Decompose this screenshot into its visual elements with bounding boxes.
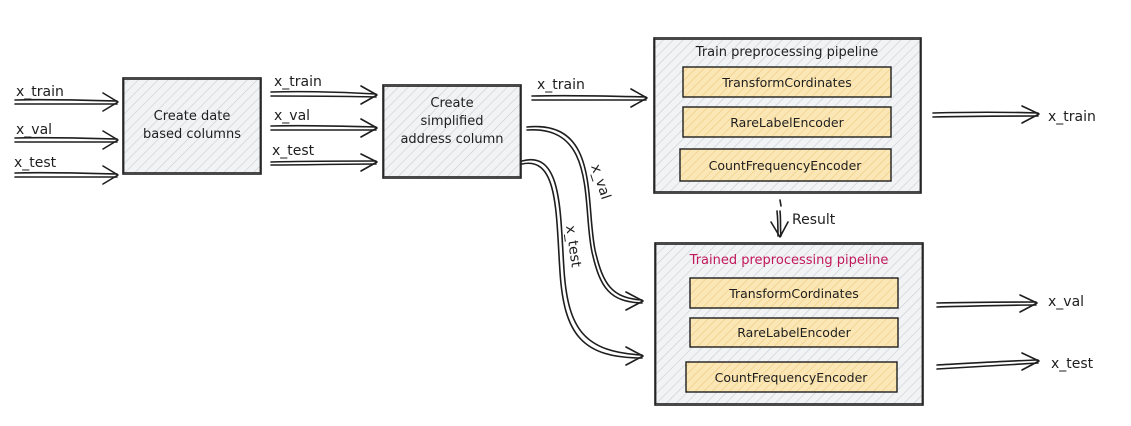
output-label-x-val: x_val (1048, 294, 1084, 310)
mid-arrow-x-val (270, 118, 378, 138)
trained-step-rare-label-encoder: RareLabelEncoder (689, 317, 899, 348)
create-date-columns-box: Create date based columns (122, 77, 262, 175)
flow-arrow-x-val (526, 125, 644, 311)
input-label-x-train: x_train (16, 84, 64, 100)
mid-arrow-x-test (270, 153, 378, 172)
result-arrow (770, 199, 789, 238)
date-box-line2: based columns (143, 127, 241, 142)
train-step-transform-coordinates: TransformCordinates (682, 66, 892, 98)
output-arrow-x-test (936, 352, 1040, 371)
train-step-label: RareLabelEncoder (730, 115, 844, 130)
flow-label-x-test: x_test (562, 224, 584, 268)
train-step-rare-label-encoder: RareLabelEncoder (682, 106, 892, 138)
address-box-line3: address column (400, 132, 503, 147)
mid-label-x-val: x_val (274, 108, 310, 124)
address-box-line1: Create (430, 96, 473, 111)
date-box-line1: Create date (154, 109, 231, 124)
flow-arrow-x-train (531, 88, 648, 108)
trained-step-label: CountFrequencyEncoder (715, 370, 869, 385)
output-label-x-train: x_train (1048, 109, 1096, 125)
input-arrow-x-test (14, 165, 119, 185)
mid-label-x-train: x_train (274, 74, 322, 90)
input-arrow-x-val (14, 130, 119, 150)
result-label: Result (792, 212, 836, 228)
mid-arrow-x-train (270, 85, 378, 105)
trained-step-count-frequency-encoder: CountFrequencyEncoder (685, 361, 898, 393)
trained-pipeline-box: Trained preprocessing pipeline Transform… (654, 242, 924, 406)
train-pipeline-title: Train preprocessing pipeline (695, 45, 878, 60)
train-step-count-frequency-encoder: CountFrequencyEncoder (679, 148, 892, 182)
train-step-label: TransformCordinates (721, 75, 852, 90)
trained-pipeline-title: Trained preprocessing pipeline (689, 253, 889, 268)
address-box-line2: simplified (421, 114, 484, 129)
trained-step-label: RareLabelEncoder (737, 325, 851, 340)
create-address-column-box: Create simplified address column (382, 84, 522, 179)
trained-step-transform-coordinates: TransformCordinates (689, 277, 899, 309)
output-label-x-test: x_test (1051, 356, 1094, 372)
input-arrow-x-train (14, 92, 119, 112)
train-step-label: CountFrequencyEncoder (709, 158, 863, 173)
flow-label-x-val: x_val (587, 162, 613, 201)
train-pipeline-box: Train preprocessing pipeline TransformCo… (653, 37, 922, 194)
flow-arrow-x-test (521, 158, 644, 366)
flow-label-x-train: x_train (537, 77, 585, 93)
trained-step-label: TransformCordinates (728, 286, 859, 301)
output-arrow-x-val (936, 294, 1038, 313)
input-label-x-test: x_test (14, 155, 57, 171)
mid-label-x-test: x_test (272, 143, 315, 159)
input-label-x-val: x_val (16, 122, 52, 138)
output-arrow-x-train (932, 105, 1040, 124)
